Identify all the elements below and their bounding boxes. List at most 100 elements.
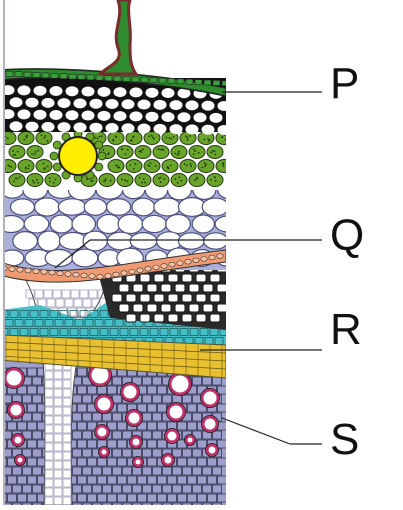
hypodermal-cell — [73, 122, 87, 133]
endodermal-cell — [56, 270, 64, 277]
hypodermal-cell — [153, 123, 167, 134]
ray-cell — [62, 397, 72, 407]
hypodermal-cell — [65, 110, 79, 121]
cyan-cell — [39, 328, 49, 336]
parenchyma-cell — [191, 214, 215, 234]
chloroplast-dot — [141, 181, 143, 184]
parenchyma-cell — [153, 197, 182, 217]
vascular-cell — [32, 502, 42, 505]
vascular-cell — [187, 493, 197, 503]
chloroplast-dot — [167, 167, 170, 170]
vascular-cell — [147, 439, 157, 449]
chloroplast-dot — [139, 149, 142, 152]
hypodermis-cells — [4, 85, 226, 135]
chloroplast-dot — [31, 179, 34, 182]
cyan-cell — [169, 328, 179, 336]
vascular-cell — [122, 466, 132, 476]
ray-cell — [88, 289, 98, 299]
ray-cell — [53, 406, 63, 416]
ray-cell — [44, 451, 54, 461]
ray-cell — [62, 442, 72, 452]
chloroplast-dot — [177, 150, 180, 153]
vascular-cell — [7, 493, 17, 503]
chloroplast-dot — [33, 181, 35, 184]
leader-line-q-a — [54, 239, 91, 269]
vascular-cell — [202, 484, 212, 494]
vascular-cell — [17, 385, 27, 395]
ray-cell — [53, 442, 63, 452]
vascular-cell — [217, 475, 226, 485]
parenchyma-cell — [177, 232, 205, 250]
hypodermal-cell — [9, 121, 23, 132]
chloroplast-dot — [49, 180, 51, 183]
vascular-cell — [137, 475, 147, 485]
xylem-vessel — [129, 435, 143, 449]
epidermal-cell — [14, 71, 23, 77]
endodermal-cell — [152, 264, 160, 271]
hypodermal-cell — [169, 124, 183, 135]
chlorenchyma-cell — [188, 173, 206, 187]
chloroplast-dot — [189, 134, 191, 137]
vascular-cell — [4, 475, 7, 485]
sclerenchyma-cell — [181, 293, 193, 303]
vascular-cell — [22, 484, 32, 494]
sclerenchyma-cell — [188, 303, 200, 313]
ray-cell — [82, 298, 92, 308]
endodermal-cell — [24, 267, 32, 274]
vascular-cell — [187, 421, 197, 431]
chloroplast-dot — [104, 178, 107, 180]
cyan-cell — [19, 310, 29, 318]
parenchyma-cell — [82, 230, 108, 252]
hypodermal-cell — [153, 99, 167, 110]
cyan-cell — [179, 328, 189, 336]
cyan-cell — [189, 328, 199, 336]
ray-cell — [53, 469, 63, 479]
sclerenchyma-cell — [111, 293, 123, 303]
sclerenchyma-cell — [125, 313, 137, 323]
chloroplast-dot — [170, 137, 173, 140]
epidermal-cell — [5, 70, 14, 77]
xylem-vessel-outline — [204, 442, 219, 457]
ray-cell — [53, 370, 63, 380]
chloroplast-dot — [120, 148, 123, 151]
vascular-cell — [4, 502, 12, 505]
ray-cell — [62, 433, 72, 443]
hypodermal-cell — [129, 87, 143, 98]
hypodermal-cell — [89, 122, 103, 133]
vascular-cell — [127, 493, 137, 503]
xylem-vessel — [161, 453, 175, 467]
vascular-cell — [187, 403, 197, 413]
chloroplast-dot — [174, 178, 177, 181]
vascular-cell — [122, 484, 132, 494]
chlorenchyma-cell — [161, 159, 179, 173]
vascular-cell — [157, 385, 167, 395]
vascular-cell — [152, 412, 162, 422]
hypodermal-cell — [81, 86, 95, 97]
vascular-cell — [117, 457, 127, 467]
chloroplast-dot — [8, 165, 11, 167]
vascular-cell — [77, 421, 87, 431]
chloroplast-dot — [176, 153, 179, 156]
ray-cell — [44, 433, 54, 443]
chloroplast-dot — [31, 152, 33, 155]
xylem-vessel — [4, 367, 25, 389]
vascular-cell — [187, 457, 197, 467]
hypodermal-cell — [177, 112, 191, 123]
secretory-gland — [58, 136, 98, 176]
chloroplast-dot — [54, 178, 57, 181]
vascular-cell — [182, 502, 192, 505]
sclerenchyma-cell — [202, 303, 214, 313]
vascular-cell — [112, 430, 122, 440]
vascular-cell — [77, 367, 87, 377]
ray-cell — [44, 388, 54, 398]
vascular-cell — [27, 439, 37, 449]
endodermal-cell — [16, 267, 24, 273]
chloroplast-dot — [210, 179, 212, 181]
cyan-cell — [84, 319, 94, 327]
epidermal-cell — [194, 79, 203, 85]
parenchyma-cell — [201, 197, 226, 217]
chloroplast-dot — [37, 149, 40, 152]
sclerenchyma-cell — [195, 293, 207, 303]
chloroplast-dot — [118, 166, 120, 169]
chlorenchyma-cell — [8, 173, 26, 187]
